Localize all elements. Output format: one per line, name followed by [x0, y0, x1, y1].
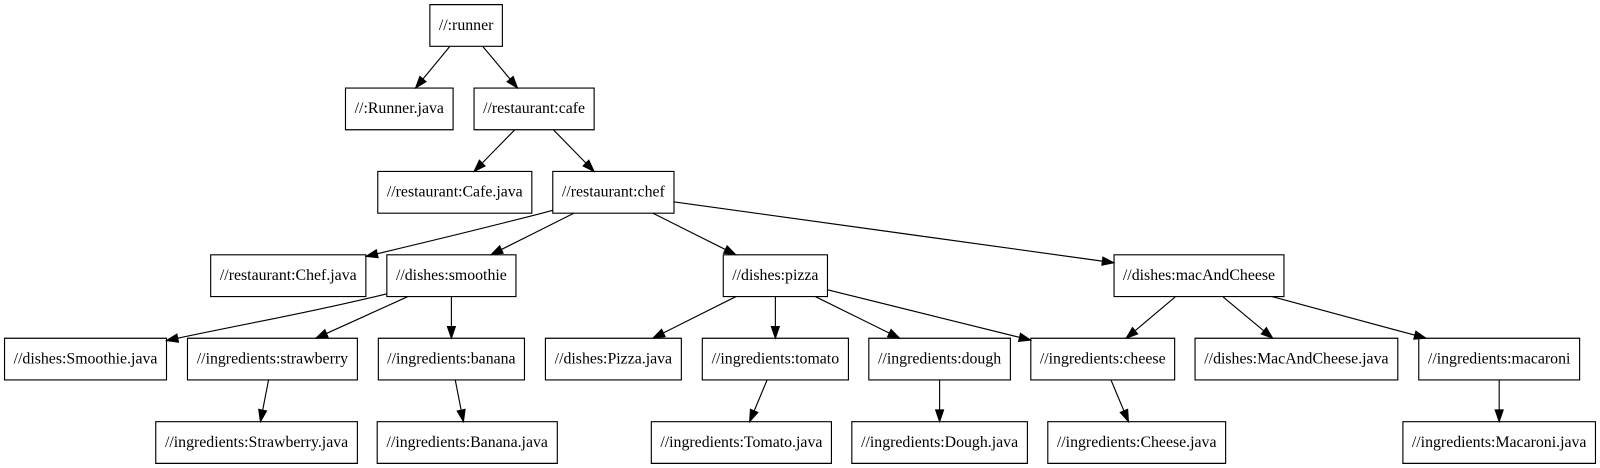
svg-text://ingredients:dough: //ingredients:dough: [878, 350, 1001, 367]
svg-text://ingredients:strawberry: //ingredients:strawberry: [197, 350, 348, 367]
svg-text://restaurant:cafe: //restaurant:cafe: [483, 100, 585, 117]
svg-text://ingredients:Macaroni.java: //ingredients:Macaroni.java: [1412, 434, 1587, 451]
svg-text://ingredients:Strawberry.java: //ingredients:Strawberry.java: [165, 434, 348, 451]
svg-text://ingredients:Banana.java: //ingredients:Banana.java: [387, 434, 548, 451]
svg-text://dishes:Smoothie.java: //dishes:Smoothie.java: [14, 350, 158, 367]
svg-text://dishes:MacAndCheese.java: //dishes:MacAndCheese.java: [1204, 350, 1388, 367]
svg-text://ingredients:Tomato.java: //ingredients:Tomato.java: [660, 434, 822, 451]
svg-text://:runner: //:runner: [439, 17, 494, 34]
svg-text://ingredients:tomato: //ingredients:tomato: [712, 350, 840, 367]
svg-text://ingredients:macaroni: //ingredients:macaroni: [1428, 350, 1571, 367]
svg-text://dishes:Pizza.java: //dishes:Pizza.java: [555, 350, 672, 367]
svg-text://ingredients:Cheese.java: //ingredients:Cheese.java: [1057, 434, 1217, 451]
svg-text://ingredients:cheese: //ingredients:cheese: [1040, 350, 1166, 367]
svg-text://:Runner.java: //:Runner.java: [355, 100, 444, 117]
svg-text://dishes:pizza: //dishes:pizza: [732, 267, 818, 284]
svg-text://dishes:macAndCheese: //dishes:macAndCheese: [1123, 267, 1275, 284]
svg-text://ingredients:banana: //ingredients:banana: [387, 350, 515, 367]
svg-text://dishes:smoothie: //dishes:smoothie: [396, 267, 507, 284]
svg-text://restaurant:chef: //restaurant:chef: [562, 183, 666, 200]
svg-text://restaurant:Cafe.java: //restaurant:Cafe.java: [387, 183, 523, 200]
svg-text://restaurant:Chef.java: //restaurant:Chef.java: [220, 267, 357, 284]
svg-text://ingredients:Dough.java: //ingredients:Dough.java: [861, 434, 1018, 451]
